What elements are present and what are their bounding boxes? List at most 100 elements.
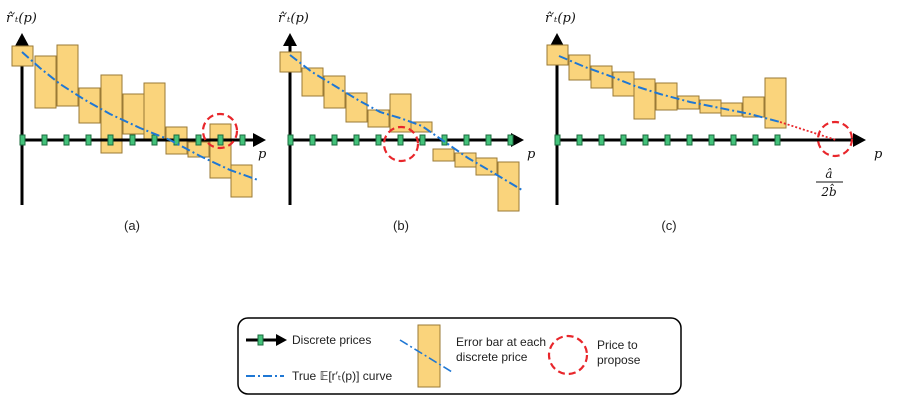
panel-b-price-ticks [287, 134, 514, 146]
price-tick-icon [463, 134, 470, 146]
error-bar [301, 67, 324, 97]
panel-b-error-bars [279, 51, 520, 212]
legend-propose-line2: propose [597, 353, 641, 367]
error-bar [143, 82, 166, 142]
price-tick-icon [664, 134, 671, 146]
legend-propose-line1: Price to [597, 338, 638, 352]
panel-a-xlabel: p [258, 147, 267, 162]
panel-a-x-axis-arrow-icon [253, 133, 266, 147]
panel-c-root-fraction: â 2b̂ [816, 167, 843, 199]
error-bar [209, 123, 232, 179]
dashed-circle-icon [547, 334, 589, 376]
error-bar [389, 93, 412, 133]
error-bar [568, 54, 591, 81]
panel-b: r̂′ₜ(p) p [278, 11, 536, 233]
price-tick-icon [397, 134, 404, 146]
panel-b-propose-circle-icon [382, 125, 420, 163]
error-bar [279, 51, 302, 73]
price-tick-icon [554, 134, 561, 146]
legend-discrete-prices: Discrete prices [292, 333, 371, 347]
price-tick-icon [239, 134, 246, 146]
price-tick-icon [752, 134, 759, 146]
error-bar [612, 71, 635, 97]
panel-a-true-curve [21, 51, 259, 181]
error-bar [720, 102, 743, 117]
legend-error-bar-line2: discrete price [456, 350, 528, 364]
price-tick-icon [151, 134, 158, 146]
legend-true-curve: True 𝔼[r′ₜ(p)] curve [292, 369, 392, 383]
panel-c-price-ticks [554, 134, 781, 146]
panel-c: r̂′ₜ(p) p [545, 11, 883, 233]
price-tick-icon [485, 134, 492, 146]
panel-a-error-bars [11, 44, 253, 198]
price-tick-icon [107, 134, 114, 146]
panel-c-caption: (c) [661, 218, 676, 233]
panel-b-ylabel: r̂′ₜ(p) [278, 11, 309, 26]
error-bar [432, 148, 455, 162]
error-bar [56, 44, 79, 107]
error-bar [323, 75, 346, 109]
panel-a-propose-circle-icon [201, 112, 239, 150]
price-tick-icon [41, 134, 48, 146]
error-bar [34, 55, 57, 109]
panel-c-x-axis-arrow-icon [853, 133, 866, 147]
price-tick-icon [129, 134, 136, 146]
error-bar [546, 44, 569, 66]
panel-c-ylabel: r̂′ₜ(p) [545, 11, 576, 26]
legend-error-bar-curve [399, 339, 453, 373]
price-tick-icon [287, 134, 294, 146]
legend: Discrete prices True 𝔼[r′ₜ(p)] curve Err… [237, 317, 682, 395]
price-tick-icon [331, 134, 338, 146]
error-bar [497, 161, 520, 212]
price-tick-icon [507, 134, 514, 146]
price-tick-icon [85, 134, 92, 146]
panel-a-ylabel: r̂′ₜ(p) [6, 11, 37, 26]
error-bar [345, 92, 368, 123]
price-tick-icon [419, 134, 426, 146]
price-tick-icon [217, 134, 224, 146]
price-tick-icon [19, 134, 26, 146]
price-tick-icon [708, 134, 715, 146]
price-tick-icon [598, 134, 605, 146]
legend-error-bar-swatch [417, 324, 441, 388]
price-tick-icon [576, 134, 583, 146]
error-bar [410, 121, 433, 133]
panel-c-xlabel: p [874, 147, 883, 162]
price-tick-icon [309, 134, 316, 146]
error-bar [633, 78, 656, 120]
panel-b-xlabel: p [527, 147, 536, 162]
legend-error-bar-line1: Error bar at each [456, 335, 546, 349]
error-bar [78, 87, 101, 124]
panel-a-y-axis-arrow-icon [15, 33, 29, 46]
panel-a: r̂′ₜ(p) p [6, 11, 267, 233]
error-bar [230, 164, 253, 198]
panel-a-price-ticks [19, 134, 246, 146]
panel-c-true-curve [558, 55, 781, 123]
price-tick-icon [730, 134, 737, 146]
price-tick-icon [774, 134, 781, 146]
price-tick-icon [195, 134, 202, 146]
root-denominator: 2b̂ [820, 182, 836, 199]
panel-c-y-axis-arrow-icon [550, 33, 564, 46]
right-arrow-icon [276, 334, 287, 346]
panel-c-extrapolation-line [779, 121, 837, 141]
panel-b-y-axis-arrow-icon [283, 33, 297, 46]
price-tick-icon [353, 134, 360, 146]
error-bar [764, 77, 787, 129]
panel-c-error-bars [546, 44, 787, 129]
panel-c-propose-circle-icon [816, 120, 854, 158]
panel-b-caption: (b) [393, 218, 409, 233]
panel-b-x-axis-arrow-icon [511, 133, 524, 147]
error-bar [742, 96, 765, 118]
panel-a-caption: (a) [124, 218, 140, 233]
root-numerator: â [825, 167, 832, 181]
price-tick-icon [620, 134, 627, 146]
price-tick-icon [173, 134, 180, 146]
error-bar [367, 109, 390, 128]
price-tick-icon [686, 134, 693, 146]
error-bar [475, 157, 498, 176]
panel-b-true-curve [289, 54, 523, 191]
price-tick-icon [63, 134, 70, 146]
green-tick-icon [257, 334, 264, 346]
